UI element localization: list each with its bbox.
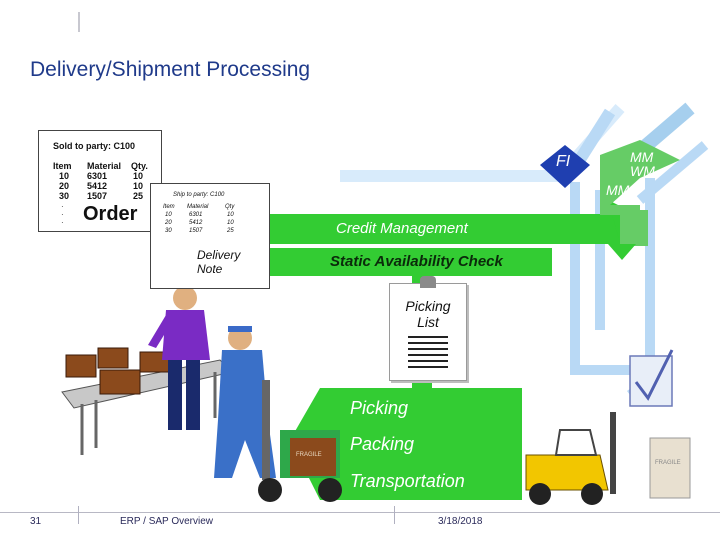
list-line xyxy=(408,336,448,338)
order-row-item: 10 xyxy=(59,171,70,181)
yellow-forklift xyxy=(525,412,691,505)
order-header-material: Material xyxy=(87,161,122,171)
fi-module-label: FI xyxy=(556,153,571,170)
order-continuation-dots: ··· xyxy=(61,202,64,227)
list-line xyxy=(408,354,448,356)
delivery-header-item: Item xyxy=(163,204,175,210)
footer-divider xyxy=(0,512,720,513)
delivery-row-qty: 10 xyxy=(227,212,234,218)
order-row-qty: 25 xyxy=(133,191,144,201)
footer-tick xyxy=(394,506,395,524)
footer-date: 3/18/2018 xyxy=(438,516,483,527)
order-row-material: 1507 xyxy=(87,191,108,201)
mm-wm-label-line2: WM xyxy=(630,163,655,179)
worker-blue-uniform xyxy=(214,326,276,478)
page-number: 31 xyxy=(30,516,42,527)
transportation-label: Transportation xyxy=(350,471,465,491)
checkmark-clipboard-icon xyxy=(629,349,674,407)
delivery-row-qty: 25 xyxy=(227,228,234,234)
delivery-row-material: 1507 xyxy=(189,228,203,234)
picking-list-document: Picking List xyxy=(389,276,467,381)
credit-management-label: Credit Management xyxy=(336,220,468,237)
order-row-material: 5412 xyxy=(87,181,108,191)
fi-module-diamond xyxy=(540,145,590,188)
static-availability-label: Static Availability Check xyxy=(330,253,503,270)
delivery-header-material: Material xyxy=(187,204,209,210)
fragile-box-label: FRAGILE xyxy=(655,460,681,466)
conveyor-boxes xyxy=(65,347,171,395)
order-row-qty: 10 xyxy=(133,181,144,191)
picking-list-label-line2: List xyxy=(417,314,439,330)
delivery-row-item: 10 xyxy=(165,212,172,218)
mm-label: MM xyxy=(606,182,630,198)
delivery-row-qty: 10 xyxy=(227,220,234,226)
worker-purple-shirt xyxy=(148,286,210,430)
order-row-qty: 10 xyxy=(133,171,144,181)
picking-list-label-line1: Picking xyxy=(405,298,451,314)
sales-order-document: Sold to party: C100 Item Material Qty. 1… xyxy=(38,130,162,232)
delivery-row-item: 30 xyxy=(165,228,172,234)
clipboard-clip-icon xyxy=(420,276,436,288)
list-line xyxy=(408,366,448,368)
order-row-material: 6301 xyxy=(87,171,108,181)
order-header-qty: Qty. xyxy=(131,161,148,171)
picking-label: Picking xyxy=(350,398,409,418)
packing-label: Packing xyxy=(350,434,415,454)
list-line xyxy=(408,348,448,350)
mm-module-shape xyxy=(600,140,680,215)
order-header-item: Item xyxy=(53,161,72,171)
mm-wm-label-line1: MM xyxy=(630,149,654,165)
list-line xyxy=(408,360,448,362)
delivery-row-item: 20 xyxy=(165,220,172,226)
delivery-note-document: Ship to party: C100 Item Material Qty 10… xyxy=(150,183,270,289)
logistics-block xyxy=(290,388,522,500)
slide-title: Delivery/Shipment Processing xyxy=(30,58,311,81)
order-label: Order xyxy=(83,203,138,225)
sold-to-party: Sold to party: C100 xyxy=(53,141,136,151)
order-row-item: 30 xyxy=(59,191,70,201)
delivery-row-material: 5412 xyxy=(189,220,203,226)
fragile-box-label: FRAGILE xyxy=(296,452,322,458)
picking-list-label: Picking List xyxy=(390,298,466,330)
footer-subject: ERP / SAP Overview xyxy=(120,516,213,527)
order-row-item: 20 xyxy=(59,181,70,191)
delivery-note-label-line2: Note xyxy=(197,262,223,276)
ship-to-party: Ship to party: C100 xyxy=(173,192,225,198)
top-divider-tick xyxy=(78,12,80,32)
green-forklift xyxy=(258,380,342,502)
delivery-header-qty: Qty xyxy=(225,204,235,210)
footer-tick xyxy=(78,506,79,524)
list-line xyxy=(408,342,448,344)
delivery-row-material: 6301 xyxy=(189,212,203,218)
delivery-note-label-line1: Delivery xyxy=(197,248,241,262)
